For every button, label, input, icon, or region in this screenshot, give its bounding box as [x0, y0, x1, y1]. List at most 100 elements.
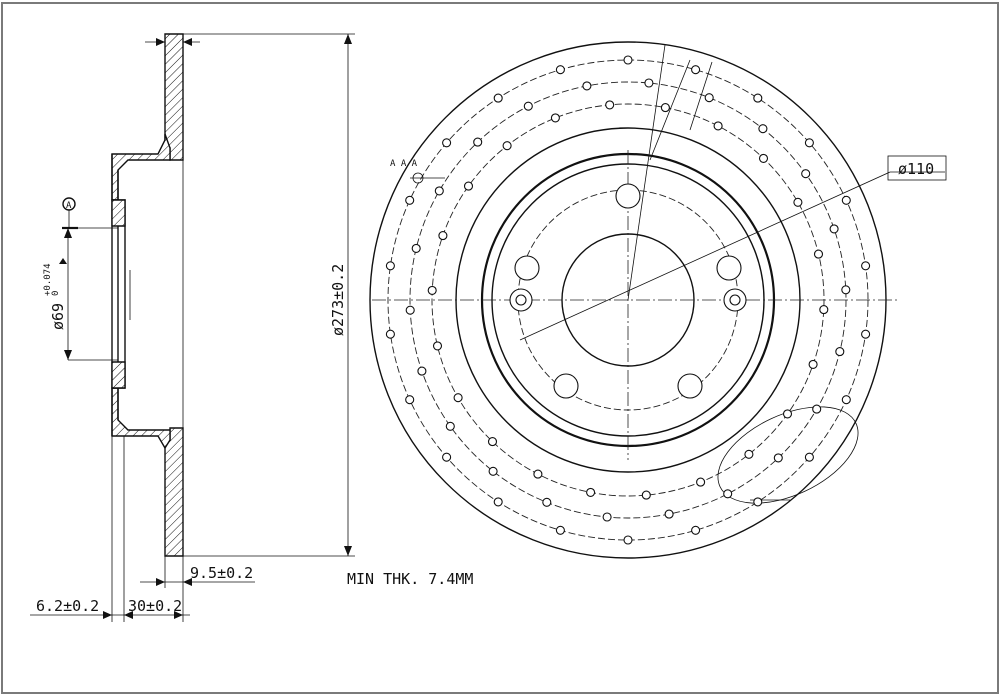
- drill-hole: [723, 489, 733, 499]
- hub-tolerance-upper: +0.074: [43, 263, 53, 296]
- drill-hole: [442, 138, 452, 148]
- drill-hole: [427, 285, 437, 295]
- drill-hole: [782, 409, 793, 419]
- drill-hole: [660, 103, 670, 113]
- construction-line: [649, 59, 691, 161]
- bolt-holes: [514, 183, 742, 399]
- friction-ring-section-bottom: [164, 427, 184, 557]
- drill-hole: [804, 452, 814, 462]
- drill-hole: [550, 113, 560, 123]
- drill-hole: [582, 81, 592, 91]
- bolt-circle-box: [887, 155, 947, 181]
- drill-hole: [841, 395, 851, 405]
- drill-hole: [753, 497, 763, 507]
- detail-ellipse: [717, 406, 859, 504]
- min-thickness-label: MIN THK. 7.4MM: [347, 570, 473, 588]
- drill-hole: [602, 512, 612, 522]
- drill-hole: [861, 261, 871, 271]
- thk-top-arrow-2: [183, 38, 192, 46]
- drill-hole: [691, 525, 701, 535]
- hub-tolerance-triangle: [59, 258, 67, 264]
- hat-wall-bottom: [111, 387, 171, 450]
- drill-hole: [773, 453, 783, 463]
- section-marks: A A A: [390, 159, 418, 169]
- drill-hole: [442, 452, 452, 462]
- thk-arrow-right: [183, 578, 192, 586]
- locating-hole-inner: [729, 294, 741, 306]
- drill-hole: [644, 78, 654, 88]
- hub-arrow-top: [64, 228, 72, 238]
- locating-hole-inner: [515, 294, 527, 306]
- bolt-hole: [677, 373, 703, 399]
- drill-hole: [523, 101, 533, 111]
- hat-wall-top: [111, 133, 171, 201]
- drill-hole: [704, 93, 714, 103]
- hat-height-label: 30±0.2: [128, 597, 182, 615]
- offset-arrow-left: [103, 611, 112, 619]
- drill-hole: [533, 469, 543, 479]
- drill-hole: [696, 477, 706, 487]
- drill-hole: [493, 93, 503, 103]
- drill-hole: [555, 65, 565, 75]
- drill-hole: [623, 535, 633, 545]
- datum-label: A: [66, 201, 72, 211]
- drill-hole: [829, 224, 839, 234]
- bolt-hole: [615, 183, 641, 209]
- drill-hole: [623, 55, 633, 65]
- thk-top-arrow: [156, 38, 165, 46]
- drill-hole: [841, 195, 851, 205]
- outer-diameter-label: ø273±0.2: [329, 264, 347, 336]
- bolt-hole: [553, 373, 579, 399]
- front-view: ø110 A A A: [369, 41, 947, 559]
- bolt-circle-leader: [519, 171, 891, 341]
- section-view: A ø69 +0.074 0 ø273±0.2 9.5±0.2: [30, 33, 473, 622]
- construction-line: [689, 61, 713, 131]
- thickness-label: 9.5±0.2: [190, 564, 253, 582]
- hub-face-section-b: [111, 361, 126, 389]
- bolt-hole: [716, 255, 742, 281]
- drill-hole: [758, 124, 768, 134]
- offset-arrow-right: [124, 611, 133, 619]
- locating-holes: [509, 288, 747, 312]
- drill-hole: [664, 509, 674, 519]
- hub-tolerance-lower: 0: [51, 291, 61, 296]
- drill-hole: [385, 329, 395, 339]
- drill-hole: [813, 249, 824, 259]
- thk-arrow-left: [156, 578, 165, 586]
- drill-hole: [493, 497, 503, 507]
- drill-hole: [793, 197, 803, 207]
- od-arrow-bottom: [344, 546, 352, 556]
- drill-hole: [804, 138, 814, 148]
- drill-hole: [753, 93, 763, 103]
- drill-hole: [835, 347, 845, 357]
- drill-hole: [801, 169, 811, 179]
- hub-diameter-label: ø69: [49, 303, 67, 330]
- drill-hole: [405, 195, 415, 205]
- drill-hole: [411, 243, 421, 253]
- drill-hole: [405, 305, 415, 315]
- drill-hole: [473, 137, 483, 147]
- drill-hole: [385, 261, 395, 271]
- od-arrow-top: [344, 34, 352, 44]
- drilled-holes: [385, 55, 871, 545]
- drill-hole: [713, 121, 723, 131]
- drill-hole: [819, 305, 829, 315]
- drill-hole: [586, 487, 596, 497]
- drill-hole: [417, 366, 427, 376]
- drill-hole: [808, 359, 818, 369]
- bolt-circle-label: ø110: [898, 160, 934, 178]
- hub-arrow-bottom: [64, 350, 72, 360]
- drill-hole: [432, 341, 443, 351]
- drill-hole: [405, 395, 415, 405]
- hat-arrow-right: [174, 611, 183, 619]
- drill-hole: [488, 466, 498, 476]
- drill-hole: [605, 100, 615, 110]
- drill-hole: [438, 231, 448, 241]
- drill-hole: [812, 404, 822, 414]
- drill-hole: [463, 181, 474, 191]
- hub-face-section-a: [111, 199, 126, 227]
- drill-hole: [542, 497, 552, 507]
- drill-hole: [434, 186, 444, 196]
